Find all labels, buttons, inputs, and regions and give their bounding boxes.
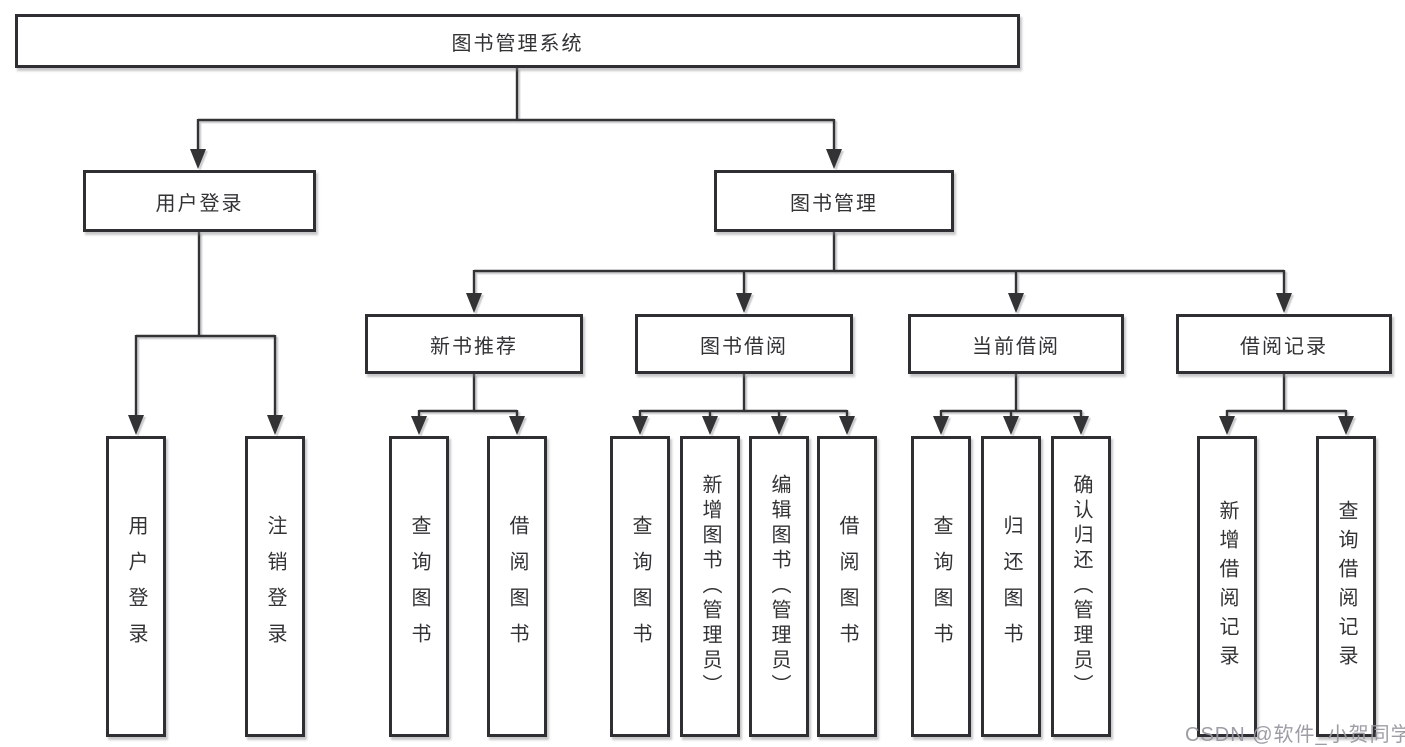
node-label: 当前借阅 (972, 335, 1060, 358)
node-label: 图书管理 (790, 192, 878, 215)
node-current-borrow: 当前借阅 (908, 314, 1124, 374)
arrow-down-icon (267, 415, 283, 435)
leaf-edit-books-admin: 编辑图书（管理员） (749, 436, 809, 737)
arrow-down-icon (826, 149, 842, 169)
arrow-down-icon (1003, 416, 1019, 435)
leaf-add-books-admin: 新增图书（管理员） (680, 436, 740, 737)
node-label: 用户登录 (125, 514, 147, 659)
arrow-down-icon (1276, 293, 1292, 313)
leaf-user-login: 用户登录 (106, 436, 166, 737)
node-label: 新增图书（管理员） (699, 474, 721, 699)
csdn-watermark: CSDN @软件_小贺同学 (1185, 724, 1405, 746)
node-label: 归还图书 (1000, 514, 1022, 659)
leaf-query-borrow-record: 查询借阅记录 (1316, 436, 1376, 737)
node-label: 新增借阅记录 (1216, 499, 1238, 674)
connector-borrow-records (1219, 374, 1354, 435)
connector-user-login (128, 232, 283, 435)
node-label: 查询图书 (408, 514, 430, 659)
connector-current-borrow (933, 374, 1089, 435)
arrow-down-icon (632, 416, 648, 435)
arrow-down-icon (839, 416, 855, 435)
arrow-down-icon (933, 416, 949, 435)
node-label: 图书借阅 (700, 335, 788, 358)
node-label: 借阅图书 (506, 514, 528, 659)
leaf-query-books-recommend: 查询图书 (389, 436, 449, 737)
arrow-down-icon (1008, 293, 1024, 313)
connector-book-management (466, 232, 1292, 313)
node-borrow-records: 借阅记录 (1176, 314, 1392, 374)
node-root-system: 图书管理系统 (15, 14, 1020, 68)
arrow-down-icon (1219, 416, 1235, 435)
leaf-logout: 注销登录 (245, 436, 305, 737)
leaf-return-books: 归还图书 (981, 436, 1041, 737)
leaf-add-borrow-record: 新增借阅记录 (1197, 436, 1257, 737)
node-book-borrow: 图书借阅 (635, 314, 853, 374)
leaf-borrow-books-recommend: 借阅图书 (487, 436, 547, 737)
node-label: 查询图书 (629, 514, 651, 659)
node-label: 注销登录 (264, 514, 286, 659)
node-label: 借阅图书 (836, 514, 858, 659)
arrow-down-icon (1338, 416, 1354, 435)
arrow-down-icon (1073, 416, 1089, 435)
arrow-down-icon (190, 149, 206, 169)
leaf-query-books-borrow: 查询图书 (610, 436, 670, 737)
node-label: 用户登录 (155, 192, 244, 215)
leaf-query-books-current: 查询图书 (911, 436, 971, 737)
node-label: 新书推荐 (430, 335, 518, 358)
leaf-confirm-return-admin: 确认归还（管理员） (1051, 436, 1111, 737)
arrow-down-icon (509, 416, 525, 435)
arrow-down-icon (736, 293, 752, 313)
leaf-borrow-books: 借阅图书 (817, 436, 877, 737)
node-label: 借阅记录 (1240, 335, 1328, 358)
node-new-book-recommend: 新书推荐 (365, 314, 583, 374)
node-book-management: 图书管理 (714, 170, 954, 232)
connector-root (190, 68, 842, 169)
arrow-down-icon (702, 416, 718, 435)
node-label: 查询借阅记录 (1335, 499, 1357, 674)
node-label: 编辑图书（管理员） (768, 474, 790, 699)
node-label: 查询图书 (930, 514, 952, 659)
arrow-down-icon (466, 293, 482, 313)
arrow-down-icon (411, 416, 427, 435)
node-label: 确认归还（管理员） (1070, 474, 1092, 699)
node-user-login: 用户登录 (83, 170, 316, 232)
connector-book-borrow (632, 374, 855, 435)
node-label: 图书管理系统 (451, 32, 584, 55)
arrow-down-icon (128, 415, 144, 435)
connector-new-book (411, 374, 525, 435)
arrow-down-icon (771, 416, 787, 435)
